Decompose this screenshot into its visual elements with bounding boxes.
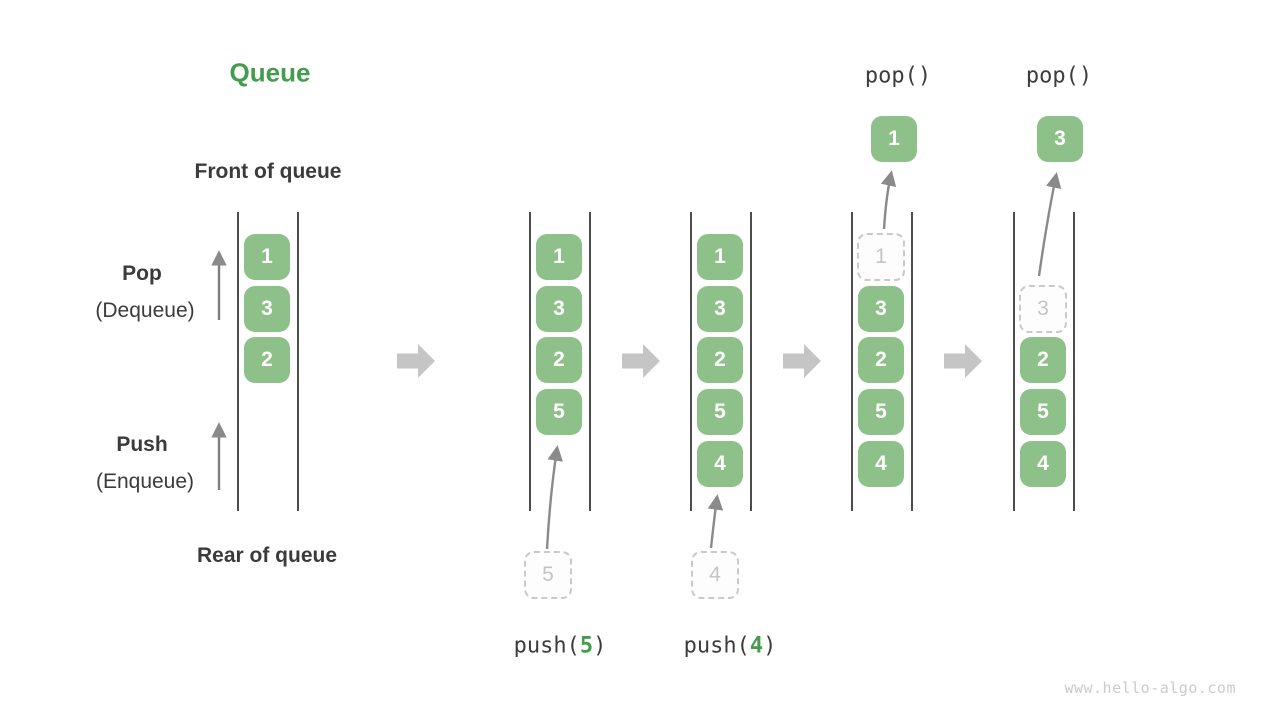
stage-transition-arrow-icon xyxy=(397,344,435,378)
front-of-queue-label: Front of queue xyxy=(194,160,342,183)
queue-wall xyxy=(1073,212,1075,511)
queue-cell: 3 xyxy=(536,286,582,332)
push-call-label-1: push(5) xyxy=(514,634,607,659)
diagram-title: Queue xyxy=(229,57,311,88)
pop-sublabel: (Dequeue) xyxy=(95,299,195,322)
queue-cell: 4 xyxy=(697,441,743,487)
push-call-2-prefix: push( xyxy=(683,633,750,659)
queue-cell: 5 xyxy=(1020,389,1066,435)
stage-transition-arrow-icon xyxy=(783,344,821,378)
queue-wall xyxy=(1013,212,1015,511)
queue-wall xyxy=(750,212,752,511)
incoming-element-cell: 4 xyxy=(691,551,739,599)
queue-wall xyxy=(690,212,692,511)
pop-label: Pop xyxy=(122,262,162,285)
queue-wall xyxy=(851,212,853,511)
push-4-movement-arrow-icon xyxy=(707,494,724,549)
queue-cell: 1 xyxy=(697,234,743,280)
push-call-1-arg: 5 xyxy=(579,633,594,659)
queue-wall xyxy=(237,212,239,511)
queue-wall xyxy=(297,212,299,511)
queue-cell: 2 xyxy=(1020,337,1066,383)
push-call-2-arg: 4 xyxy=(749,633,764,659)
popped-element-cell: 3 xyxy=(1037,116,1083,162)
queue-cell: 5 xyxy=(536,389,582,435)
queue-wall xyxy=(911,212,913,511)
queue-cell: 3 xyxy=(697,286,743,332)
push-call-2-suffix: ) xyxy=(763,633,777,659)
push-label: Push xyxy=(116,433,168,456)
stage-transition-arrow-icon xyxy=(944,344,982,378)
queue-cell: 4 xyxy=(1020,441,1066,487)
watermark: www.hello-algo.com xyxy=(1064,679,1236,697)
push-call-label-2: push(4) xyxy=(684,634,777,659)
queue-wall xyxy=(529,212,531,511)
queue-cell: 5 xyxy=(697,389,743,435)
queue-wall xyxy=(589,212,591,511)
push-call-1-suffix: ) xyxy=(593,633,607,659)
queue-cell: 1 xyxy=(244,234,290,280)
popped-element-cell: 1 xyxy=(871,116,917,162)
queue-cell: 2 xyxy=(858,337,904,383)
queue-cell: 1 xyxy=(536,234,582,280)
pop-call-label-2: pop() xyxy=(1025,63,1093,89)
pop-1-movement-arrow-icon xyxy=(880,170,897,230)
queue-cell: 3 xyxy=(858,286,904,332)
push-5-movement-arrow-icon xyxy=(545,445,563,550)
rear-of-queue-label: Rear of queue xyxy=(196,544,338,567)
queue-cell: 5 xyxy=(858,389,904,435)
incoming-element-cell: 5 xyxy=(524,551,572,599)
pop-3-movement-arrow-icon xyxy=(1037,172,1062,277)
push-sublabel: (Enqueue) xyxy=(95,470,195,493)
queue-cell: 2 xyxy=(244,337,290,383)
push-call-1-prefix: push( xyxy=(513,633,580,659)
removed-element-slot: 3 xyxy=(1019,285,1067,333)
queue-cell: 2 xyxy=(536,337,582,383)
queue-cell: 2 xyxy=(697,337,743,383)
removed-element-slot: 1 xyxy=(857,233,905,281)
pop-call-label-1: pop() xyxy=(864,63,932,89)
stage-transition-arrow-icon xyxy=(622,344,660,378)
queue-cell: 4 xyxy=(858,441,904,487)
queue-cell: 3 xyxy=(244,286,290,332)
